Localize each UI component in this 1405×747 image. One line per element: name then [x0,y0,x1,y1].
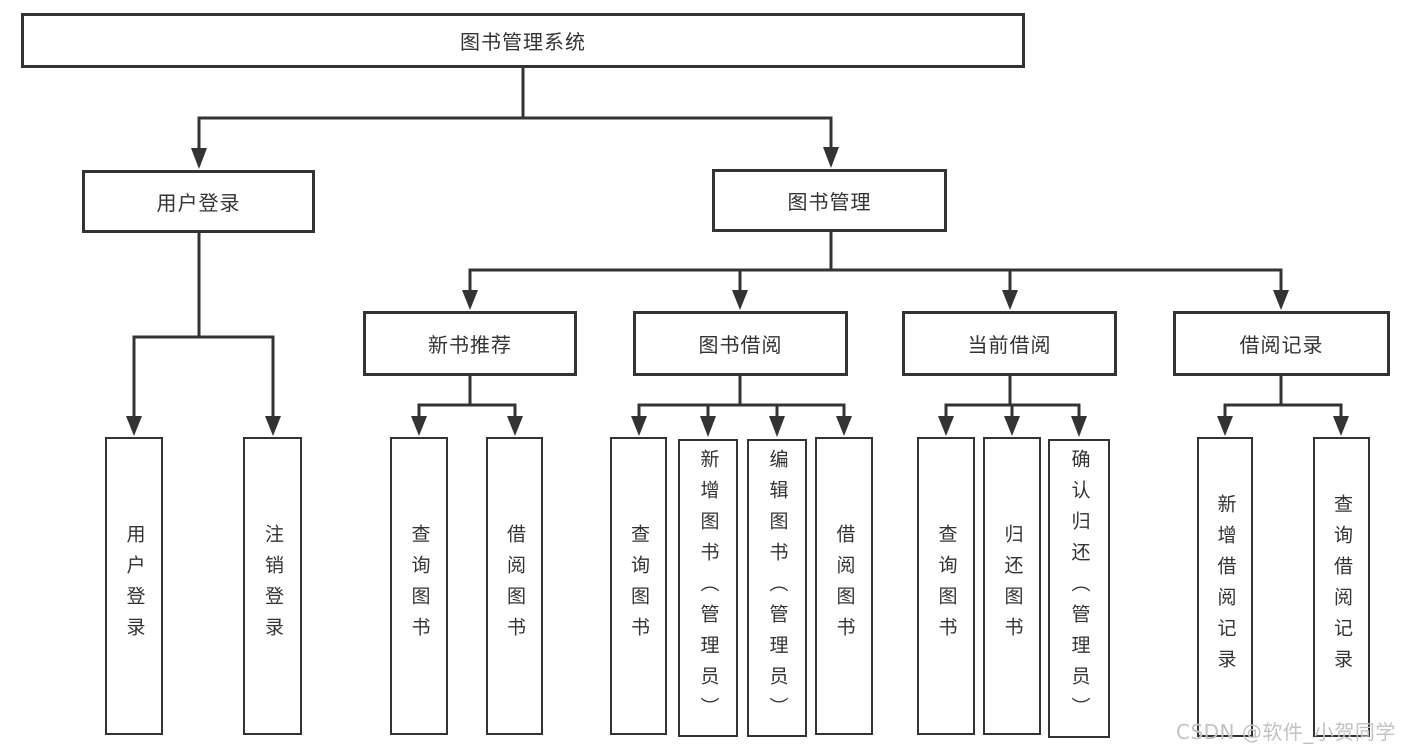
connector-root-to-level2 [191,68,839,169]
node-current-borrow-label: 当前借阅 [967,333,1052,357]
leaf-query-books-2: 查询图书 [610,437,667,735]
connector-new-book-rec-to-leaves [411,376,523,436]
leaf-borrow-books-1-label: 借阅图书 [504,524,526,648]
leaf-edit-books-admin-label: 编辑图书（管理员） [766,448,789,728]
node-borrow-record: 借阅记录 [1173,311,1390,376]
node-root-system: 图书管理系统 [21,13,1025,68]
node-root-system-label: 图书管理系统 [460,30,586,54]
connector-current-borrow-to-leaves [938,376,1087,437]
node-borrow-record-label: 借阅记录 [1239,333,1324,357]
leaf-logout-label: 注销登录 [262,524,284,648]
csdn-watermark: CSDN @软件_小贺同学 [1176,720,1396,744]
connector-user-login-to-leaves [126,233,281,436]
node-user-login: 用户登录 [82,170,315,233]
node-book-mgmt-label: 图书管理 [787,190,872,214]
node-current-borrow: 当前借阅 [902,311,1117,376]
leaf-user-login-label: 用户登录 [123,524,146,648]
connector-book-mgmt-to-level3 [462,232,1289,310]
leaf-return-books-label: 归还图书 [1001,524,1024,648]
leaf-query-borrow-record: 查询借阅记录 [1313,437,1370,737]
leaf-return-books: 归还图书 [983,437,1041,735]
leaf-borrow-books-1: 借阅图书 [486,437,543,735]
leaf-confirm-return-admin: 确认归还（管理员） [1048,439,1110,738]
leaf-add-borrow-record: 新增借阅记录 [1197,437,1253,737]
node-book-borrow: 图书借阅 [633,311,848,376]
leaf-add-books-admin: 新增图书（管理员） [678,439,738,737]
leaf-query-books-3-label: 查询图书 [935,524,958,648]
leaf-logout: 注销登录 [243,437,302,735]
leaf-query-books-2-label: 查询图书 [628,524,650,648]
leaf-query-books-1-label: 查询图书 [408,524,431,648]
leaf-query-books-1: 查询图书 [390,437,448,735]
node-user-login-label: 用户登录 [156,191,241,215]
leaf-add-books-admin-label: 新增图书（管理员） [697,448,720,728]
leaf-confirm-return-admin-label: 确认归还（管理员） [1068,449,1091,728]
connector-borrow-record-to-leaves [1217,376,1349,436]
leaf-query-books-3: 查询图书 [917,437,975,735]
leaf-add-borrow-record-label: 新增借阅记录 [1214,494,1237,680]
node-new-book-rec: 新书推荐 [363,311,577,376]
node-book-borrow-label: 图书借阅 [698,333,783,357]
node-book-mgmt: 图书管理 [712,169,947,232]
leaf-edit-books-admin: 编辑图书（管理员） [747,439,807,737]
connector-book-borrow-to-leaves [631,376,852,437]
leaf-borrow-books-2-label: 借阅图书 [833,524,856,648]
leaf-borrow-books-2: 借阅图书 [815,437,873,735]
node-new-book-rec-label: 新书推荐 [428,333,512,357]
leaf-query-borrow-record-label: 查询借阅记录 [1331,494,1353,680]
leaf-user-login: 用户登录 [105,437,163,735]
